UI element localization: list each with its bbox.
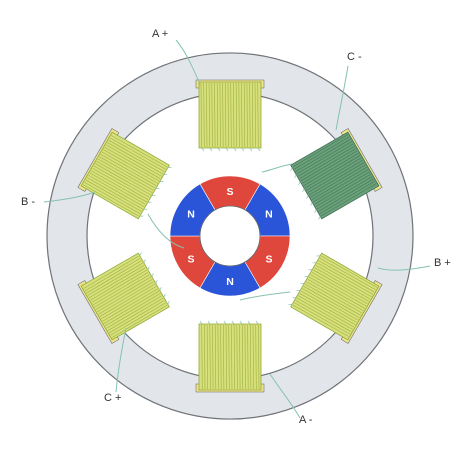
lead-wire [377,265,431,271]
lead-wire [115,327,127,393]
coil-lower-left [77,252,170,344]
lead-wire [147,213,185,249]
rotor-hub [199,205,261,267]
lead-wire [43,191,96,203]
label-c-plus: C + [104,392,121,404]
lead-wire [175,39,201,85]
lead-wire [335,65,349,131]
label-a-plus: A + [152,28,168,40]
lead-wire [261,163,293,173]
coil-top [195,79,265,152]
stator-ring [46,52,414,420]
magnet-pole-label: S [265,254,272,266]
lead-wire [239,291,291,301]
lead-wires [43,39,431,419]
magnet-pole-label: N [265,209,273,221]
magnet-pole-label: S [226,186,233,198]
magnet-pole-label: S [188,254,195,266]
coil-bottom [195,320,265,393]
coil-group [77,79,383,393]
coil-upper-right [290,128,383,220]
label-b-plus: B + [434,257,451,269]
coil-upper-left [77,128,172,220]
magnet-pole-label: N [187,209,195,221]
rotor: S N S N S N [169,175,291,297]
magnet-pole-label: N [226,276,234,288]
label-a-minus: A - [299,414,313,426]
label-b-minus: B - [21,196,35,208]
coil-lower-right [288,252,383,344]
lead-wire [269,373,301,419]
label-c-minus: C - [347,51,362,63]
